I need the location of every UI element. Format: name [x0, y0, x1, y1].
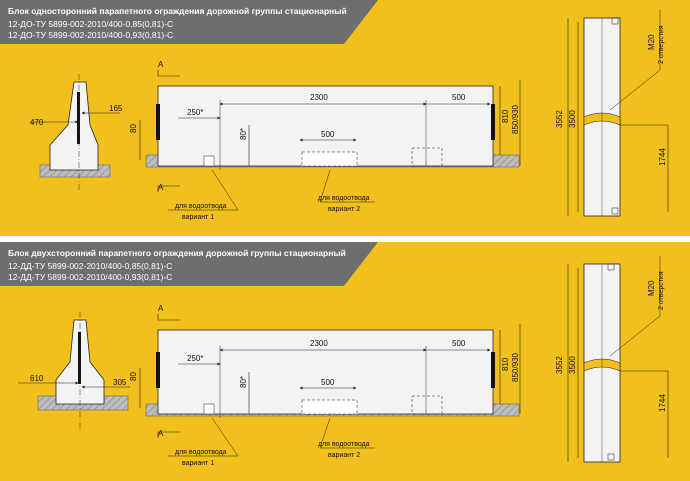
panel-one-sided-block: 470 165 — [0, 0, 690, 236]
label-base: 80 — [129, 124, 138, 133]
drain-1-line2: вариант 1 — [182, 214, 214, 221]
plan-leader-hole — [609, 10, 661, 111]
plan-hole-count: 2 отверстия — [658, 271, 665, 310]
side-elevation: А А 2300 500 250* 80* 500 80 810 850/930… — [129, 304, 521, 467]
section-rebar — [77, 92, 80, 144]
label-end: 500 — [452, 339, 466, 348]
one-sided-block-drawing: 470 165 — [30, 10, 669, 221]
drain-1-line1: для водоотвода — [175, 203, 227, 210]
cross-section: 610 305 — [18, 312, 130, 432]
leader-drain-2 — [319, 169, 375, 203]
label-end: 500 — [452, 93, 466, 102]
drain-2-line2: вариант 2 — [328, 452, 360, 459]
drain-slot-1 — [203, 403, 215, 415]
side-elevation: А А 2300 500 250* 80* 500 80 810 850/930… — [129, 60, 521, 221]
drain-slot-3 — [411, 395, 443, 415]
section-mark-bottom: А — [158, 183, 164, 192]
plan-leader-hole — [609, 256, 661, 357]
drain-1-line1: для водоотвода — [175, 449, 227, 456]
two-sided-block-drawing: 610 305 — [18, 256, 669, 467]
label-drain-depth: 80* — [239, 376, 248, 388]
side-left-anchor — [156, 104, 160, 140]
panel-spec-2: 12-ДО-ТУ 5899-002-2010/400-0,93(0,81)-С — [8, 30, 174, 40]
panel-title: Блок двухсторонний парапетного ограждени… — [8, 248, 346, 258]
drain-2-line1: для водоотвода — [318, 195, 370, 202]
drain-slot-1 — [203, 155, 215, 167]
panel-spec-1: 12-ДО-ТУ 5899-002-2010/400-0,85(0,81)-С — [8, 19, 174, 29]
plan-total: 3552 — [555, 356, 564, 374]
side-right-anchor — [491, 104, 495, 140]
drain-slot-3 — [411, 147, 443, 167]
section-profile — [49, 81, 99, 171]
leader-drain-1 — [168, 169, 239, 211]
panel-title: Блок односторонний парапетного ограждени… — [8, 6, 347, 16]
plan-view: 3552 3500 1744 М20 2 отверстия — [555, 10, 669, 217]
panel-two-sided-block: 610 305 — [0, 242, 690, 481]
panel-spec-1: 12-ДД-ТУ 5899-002-2010/400-0,85(0,81)-С — [8, 261, 173, 271]
label-h2: 850/930 — [511, 353, 520, 382]
section-top-width: 305 — [113, 378, 127, 387]
drain-slot-2 — [301, 399, 358, 415]
section-cut-bottom — [157, 185, 180, 192]
label-base: 80 — [129, 372, 138, 381]
label-drain-width: 500 — [321, 378, 335, 387]
leader-drain-2 — [319, 417, 375, 449]
section-base-width: 470 — [30, 118, 44, 127]
plan-anchor-top — [611, 17, 619, 25]
label-h1: 810 — [501, 357, 510, 371]
panel-header: Блок односторонний парапетного ограждени… — [0, 0, 378, 44]
plan-half: 1744 — [658, 394, 667, 412]
section-base-width: 610 — [30, 374, 44, 383]
plan-anchor-bottom — [611, 207, 619, 215]
label-length: 2300 — [310, 339, 328, 348]
plan-inner: 3500 — [568, 356, 577, 374]
label-h1: 810 — [501, 109, 510, 123]
label-drain-depth: 80* — [239, 128, 248, 140]
panel-spec-2: 12-ДД-ТУ 5899-002-2010/400-0,93(0,81)-С — [8, 272, 173, 282]
side-left-anchor — [156, 352, 160, 388]
label-h2: 850/930 — [511, 105, 520, 134]
plan-hole: М20 — [647, 280, 656, 296]
plan-anchor-bottom — [607, 453, 615, 461]
drain-1-line2: вариант 1 — [182, 460, 214, 467]
plan-hole-count: 2 отверстия — [658, 25, 665, 64]
panel-header: Блок двухсторонний парапетного ограждени… — [0, 242, 378, 286]
panel-divider — [0, 236, 690, 242]
side-right-anchor — [491, 352, 495, 388]
plan-anchor-top — [607, 263, 615, 271]
plan-view: 3552 3500 1744 М20 2 отверстия — [555, 256, 669, 463]
label-offset: 250* — [187, 108, 203, 117]
cross-section: 470 165 — [30, 74, 123, 190]
plan-inner: 3500 — [568, 110, 577, 128]
drain-2-line2: вариант 2 — [328, 206, 360, 213]
label-length: 2300 — [310, 93, 328, 102]
section-mark-top: А — [158, 304, 164, 313]
drain-2-line1: для водоотвода — [318, 441, 370, 448]
plan-total: 3552 — [555, 110, 564, 128]
section-mark-bottom: А — [158, 429, 164, 438]
section-mark-top: А — [158, 60, 164, 69]
drain-slot-2 — [301, 151, 358, 167]
label-offset: 250* — [187, 354, 203, 363]
plan-hole: М20 — [647, 34, 656, 50]
section-cut-top — [157, 314, 180, 321]
leader-drain-1 — [168, 417, 239, 457]
plan-half: 1744 — [658, 148, 667, 166]
label-drain-width: 500 — [321, 130, 335, 139]
section-rebar — [78, 332, 81, 384]
section-cut-bottom — [157, 431, 180, 438]
section-top-width: 165 — [109, 104, 123, 113]
section-cut-top — [157, 70, 180, 77]
